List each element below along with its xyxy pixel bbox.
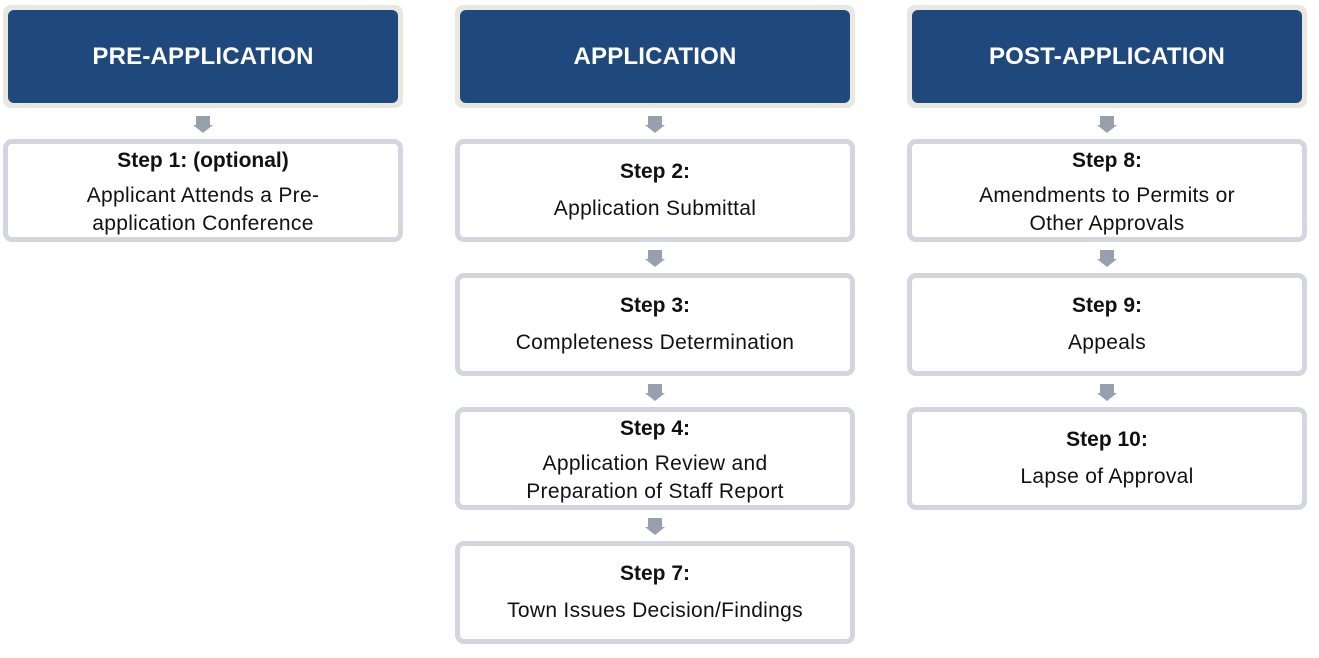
down-arrow-icon [455,376,855,407]
column-post-application: POST-APPLICATION Step 8: Amendments to P… [907,5,1307,510]
step-title: Step 10: [1066,427,1148,451]
step-title: Step 4: [619,417,690,440]
step-description: Application Submittal [553,196,757,220]
step-title: Step 3: [619,293,690,317]
phase-title: POST-APPLICATION [912,10,1302,103]
step-description: Town Issues Decision/Findings [507,598,803,622]
down-arrow-icon [455,510,855,541]
step-box-4: Step 4: Application Review and Preparati… [455,407,855,510]
step-box-8: Step 8: Amendments to Permits or Other A… [907,139,1307,242]
step-box-10: Step 10: Lapse of Approval [907,407,1307,510]
step-description: Amendments to Permits or Other Approvals [979,184,1235,235]
phase-title: APPLICATION [460,10,850,103]
step-description: Completeness Determination [515,330,795,354]
step-description: Application Review and Preparation of St… [526,452,784,503]
step-box-1: Step 1: (optional) Applicant Attends a P… [3,139,403,242]
down-arrow-icon [455,108,855,139]
phase-header-post-application: POST-APPLICATION [907,5,1307,108]
phase-title: PRE-APPLICATION [8,10,398,103]
step-title: Step 7: [619,561,690,585]
step-description: Appeals [1068,330,1146,354]
down-arrow-icon [455,242,855,273]
step-box-3: Step 3: Completeness Determination [455,273,855,376]
step-title: Step 9: [1071,293,1142,317]
phase-header-application: APPLICATION [455,5,855,108]
step-title: Step 8: [1071,149,1142,172]
step-description: Applicant Attends a Pre-application Conf… [86,184,320,235]
step-box-9: Step 9: Appeals [907,273,1307,376]
column-pre-application: PRE-APPLICATION Step 1: (optional) Appli… [3,5,403,242]
step-title: Step 1: (optional) [117,149,289,172]
down-arrow-icon [907,108,1307,139]
step-box-2: Step 2: Application Submittal [455,139,855,242]
step-box-7: Step 7: Town Issues Decision/Findings [455,541,855,644]
down-arrow-icon [3,108,403,139]
down-arrow-icon [907,242,1307,273]
step-description: Lapse of Approval [1020,464,1194,488]
step-title: Step 2: [619,159,690,183]
phase-header-pre-application: PRE-APPLICATION [3,5,403,108]
down-arrow-icon [907,376,1307,407]
column-application: APPLICATION Step 2: Application Submitta… [455,5,855,644]
